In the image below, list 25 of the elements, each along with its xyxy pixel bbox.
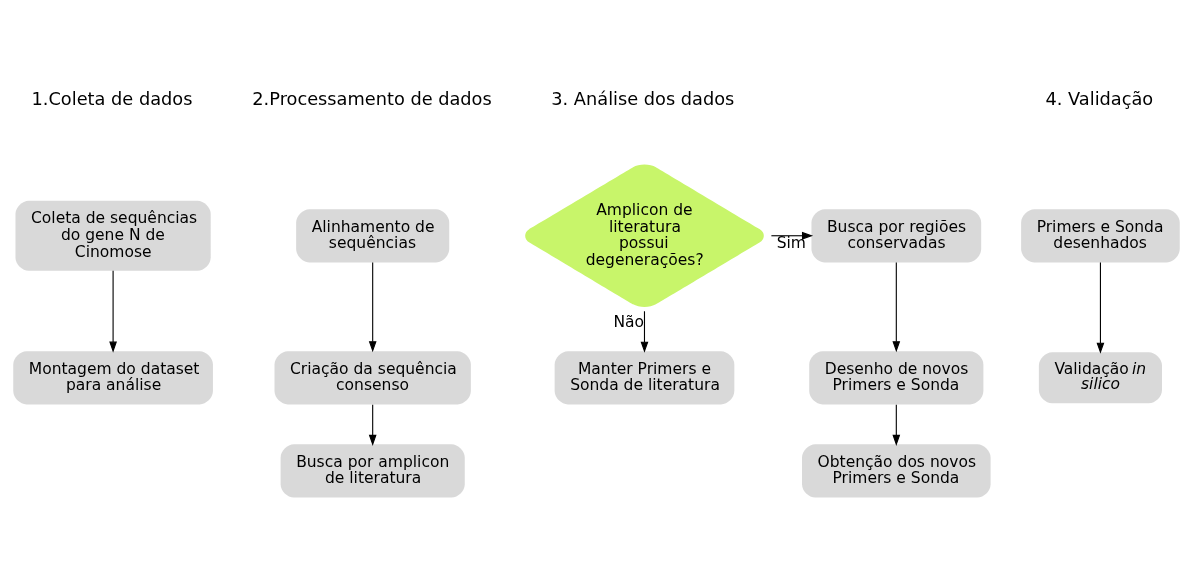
label: 4. Validação [1045, 88, 1154, 109]
arrow [892, 261, 901, 352]
node-box: Coleta de sequências do gene N de Cinomose [15, 200, 211, 271]
node-box: Montagem do dataset para análise [13, 350, 213, 404]
edge-label: Não [613, 312, 645, 331]
node-box: Alinhamento de sequências [296, 208, 450, 262]
arrow [368, 403, 377, 446]
edge-label: Sim [776, 233, 806, 252]
node-box: Validação in silico [1038, 351, 1162, 403]
arrow [368, 261, 377, 352]
node-box: Busca por amplicon de literatura [280, 443, 465, 498]
label: 1.Coleta de dados [31, 88, 193, 109]
label: 2.Processamento de dados [252, 88, 492, 109]
arrow [1096, 261, 1105, 354]
node-box: Manter Primers e Sonda de literatura [554, 350, 735, 404]
node-box: Primers e Sonda desenhados [1021, 208, 1180, 262]
arrow [640, 310, 649, 353]
node-box: Desenho de novos Primers e Sonda [809, 350, 984, 404]
arrow [770, 231, 814, 240]
node-box: Busca por regiões conservadas [811, 208, 982, 262]
node-box: Criação da sequência consenso [274, 350, 471, 404]
label: 3. Análise dos dados [551, 88, 735, 109]
arrow [892, 403, 901, 446]
node-box: Obtenção dos novos Primers e Sonda [802, 443, 991, 498]
arrow [109, 269, 117, 353]
